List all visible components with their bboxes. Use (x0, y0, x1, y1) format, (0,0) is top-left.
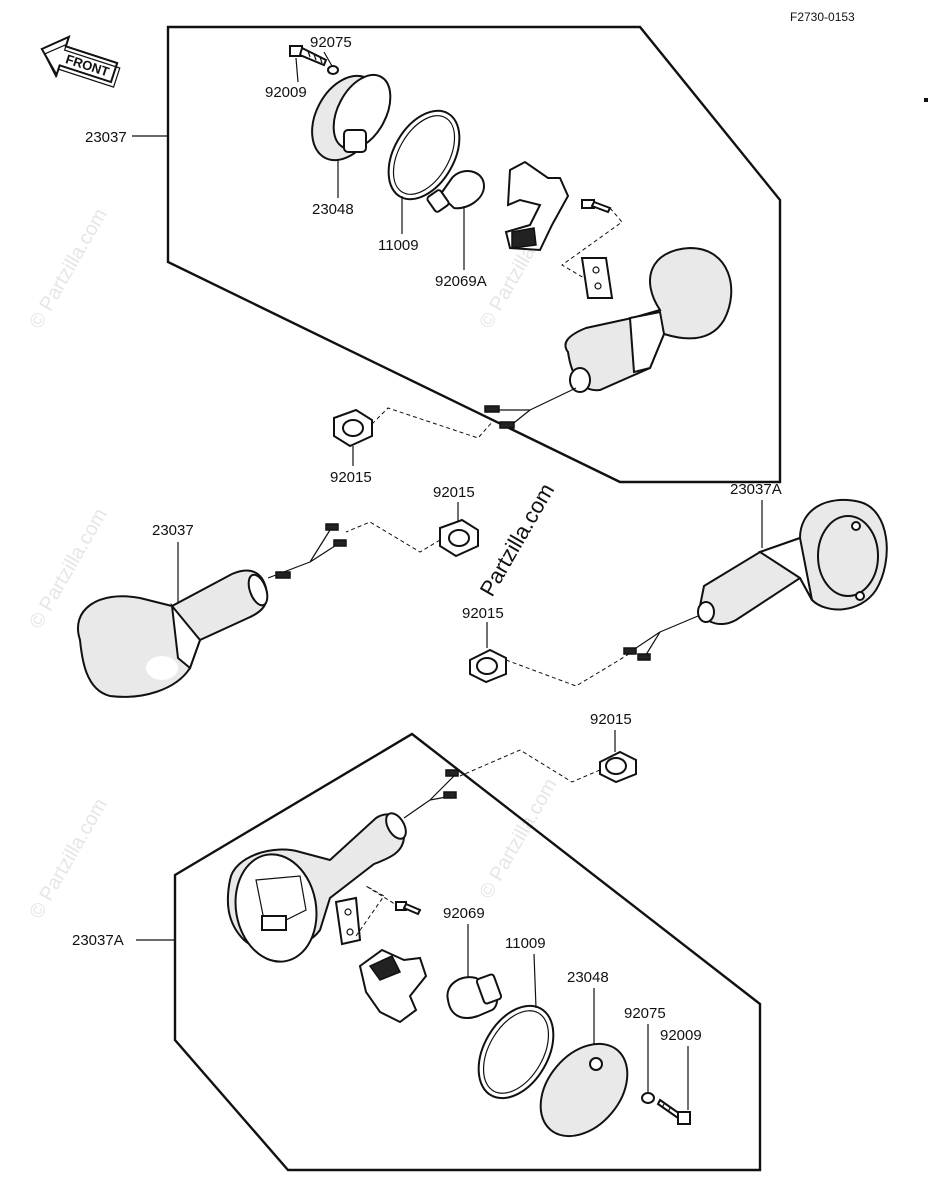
gasket-icon (387, 109, 461, 201)
watermarks: © Partzilla.com © Partzilla.com © Partzi… (25, 205, 561, 923)
washer-icon (327, 65, 339, 75)
part-label-92009: 92009 (265, 84, 307, 101)
part-label-11009: 11009 (505, 935, 546, 952)
part-label-23048: 23048 (567, 969, 609, 986)
lens-cap-icon (311, 73, 392, 162)
guide-line (355, 885, 399, 937)
gasket-inner (482, 1010, 550, 1094)
nut-icon (599, 750, 637, 784)
mount-plate-icon (334, 896, 362, 946)
bottom-assembly-box (173, 732, 762, 1172)
screw-icon (289, 45, 328, 67)
reflector-bracket-icon (504, 160, 570, 252)
turn-signal-housing-icon (484, 246, 733, 429)
part-label-23048: 23048 (312, 201, 354, 218)
part-label-92009: 92009 (660, 1027, 702, 1044)
bulb-icon (446, 973, 503, 1019)
watermark-text: © Partzilla.com (25, 205, 111, 333)
nut-icon (439, 518, 479, 558)
part-label-92015: 92015 (590, 711, 632, 728)
guide-line (345, 521, 441, 553)
bulb-icon (426, 170, 486, 213)
part-label-92075: 92075 (310, 34, 352, 51)
part-label-11009: 11009 (378, 237, 419, 254)
part-label-92015: 92015 (433, 484, 475, 501)
leader-line (533, 953, 537, 1009)
guide-line (371, 407, 495, 439)
gasket-inner (392, 115, 456, 195)
mount-plate-icon (580, 257, 614, 299)
small-screw-icon (581, 199, 612, 214)
turn-signal-left-icon (77, 523, 347, 698)
part-label-92069: 92069 (443, 905, 485, 922)
front-arrow-icon: FRONT (40, 34, 121, 88)
watermark-text: © Partzilla.com (25, 795, 111, 923)
turn-signal-right-icon (623, 498, 888, 661)
part-label-92075: 92075 (624, 1005, 666, 1022)
nut-icon (469, 648, 507, 684)
gasket-icon (477, 1004, 555, 1100)
reflector-bracket-icon (358, 948, 428, 1024)
small-screw-icon (395, 901, 422, 916)
part-label-23037A: 23037A (730, 481, 782, 498)
part-label-92069A: 92069A (435, 273, 487, 290)
watermark-main: Partzilla.com (475, 479, 560, 601)
part-label-92015: 92015 (462, 605, 504, 622)
doc-number: F2730-0153 (790, 10, 855, 24)
part-label-23037A: 23037A (72, 932, 124, 949)
part-label-23037: 23037 (152, 522, 194, 539)
nut-icon (333, 408, 373, 448)
guide-line (561, 207, 623, 279)
part-label-23037: 23037 (85, 129, 127, 146)
leader-line (295, 57, 299, 83)
mark-dot (924, 98, 928, 102)
washer-icon (641, 1092, 655, 1104)
screw-icon (656, 1098, 691, 1125)
leader-line (323, 51, 333, 67)
top-assembly-box (166, 25, 782, 484)
lens-cap-icon (539, 1042, 629, 1138)
guide-line (505, 651, 633, 687)
part-label-92015: 92015 (330, 469, 372, 486)
turn-signal-housing-icon (226, 769, 459, 963)
guide-line (459, 749, 601, 783)
